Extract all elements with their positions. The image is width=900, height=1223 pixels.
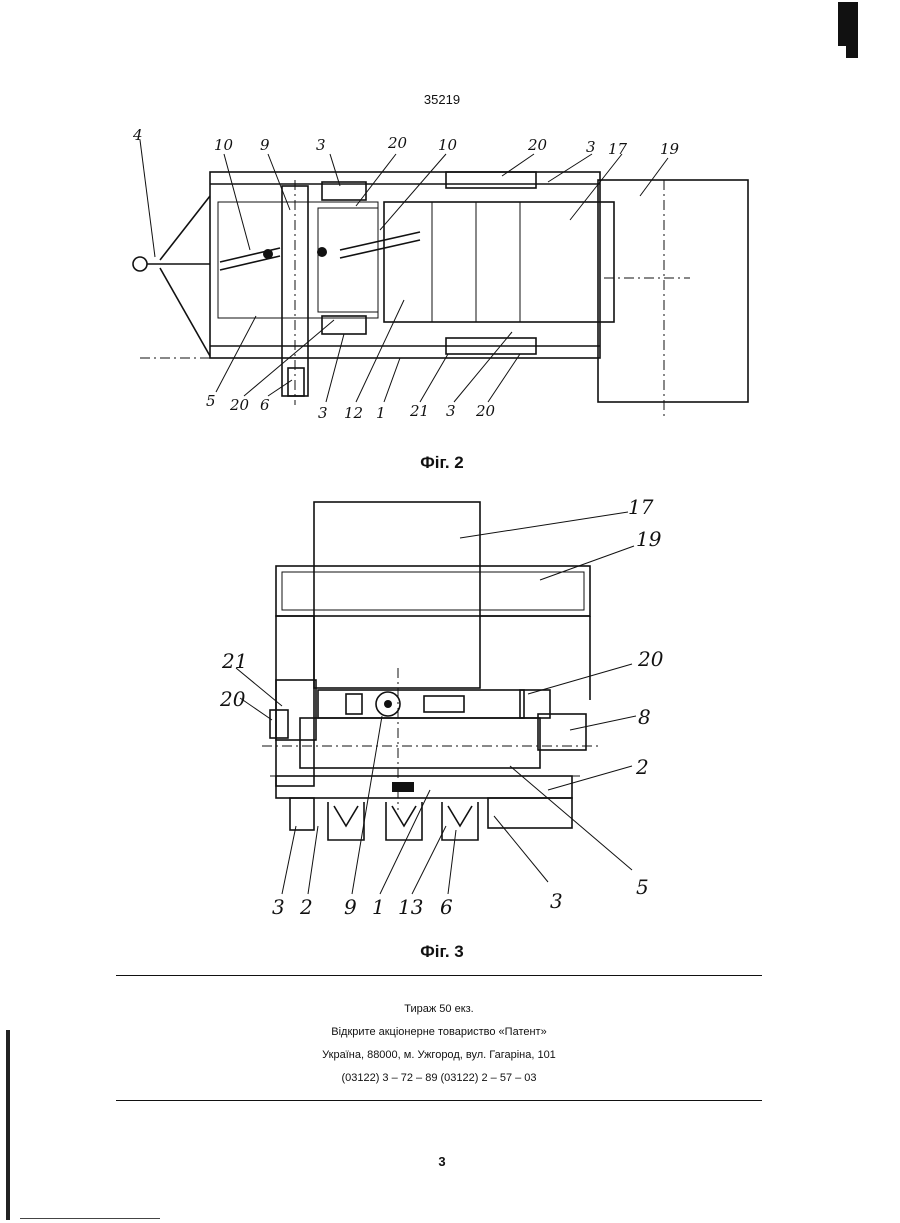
scan-edge-mark <box>6 1030 10 1220</box>
fig3-callout-2: 2 <box>635 755 649 779</box>
fig2-container <box>140 180 748 418</box>
fig2-callout-3: 3 <box>318 404 328 422</box>
fig2-shaft <box>282 180 308 405</box>
fig2-callout-19: 19 <box>660 140 680 158</box>
fig2-hopper <box>384 202 614 322</box>
fig3-container <box>276 566 590 786</box>
fig3-callout-9: 9 <box>344 895 357 919</box>
fig3-hopper <box>314 502 480 688</box>
publisher-imprint: Тираж 50 екз. Відкрите акціонерне товари… <box>116 998 762 1090</box>
fig2-drawing: 4 10 9 3 20 10 20 3 17 19 5 20 6 3 12 1 … <box>0 120 900 430</box>
patent-number: 35219 <box>0 92 884 107</box>
fig3-caption: Фіг. 3 <box>362 942 522 962</box>
fig2-mounts <box>322 172 536 354</box>
fig3-drive <box>318 690 586 750</box>
imprint-print-run: Тираж 50 екз. <box>116 998 762 1021</box>
fig2-callout-10: 10 <box>214 136 234 154</box>
fig2-callout-4: 4 <box>132 126 143 144</box>
fig2-callout-20: 20 <box>387 134 408 152</box>
imprint-phones: (03122) 3 – 72 – 89 (03122) 2 – 57 – 03 <box>116 1067 762 1090</box>
fig3-callout-1: 1 <box>372 895 385 919</box>
fig2-callout-20: 20 <box>475 402 496 420</box>
fig2-callout-20: 20 <box>527 136 548 154</box>
fig3-callout-6: 6 <box>440 895 453 919</box>
fig2-callout-20: 20 <box>229 396 250 414</box>
fig3-callout-20: 20 <box>219 687 246 711</box>
fig3-callout-13: 13 <box>398 895 423 919</box>
fig2-callout-9: 9 <box>260 136 270 154</box>
fig2-callout-5: 5 <box>206 392 216 410</box>
fig2-callout-21: 21 <box>409 402 429 420</box>
imprint-publisher: Відкрите акціонерне товариство «Патент» <box>116 1021 762 1044</box>
fig3-callout-2: 2 <box>299 895 313 919</box>
imprint-top-rule <box>116 975 762 976</box>
fig2-drive-arms <box>220 232 420 270</box>
fig2-frame <box>210 172 600 358</box>
fig2-hitch <box>133 140 210 356</box>
fig2-callout-6: 6 <box>260 396 270 414</box>
fig2-callout-12: 12 <box>344 404 363 422</box>
fig3-callout-21: 21 <box>221 649 247 673</box>
fig3-callout-3: 3 <box>272 895 285 919</box>
fig2-callout-3: 3 <box>316 136 326 154</box>
fig3-callout-17: 17 <box>628 495 654 519</box>
fig3-callout-5: 5 <box>636 875 649 899</box>
fig2-callout-1: 1 <box>376 404 386 422</box>
imprint-bottom-rule <box>116 1100 762 1101</box>
fig2-callout-10: 10 <box>438 136 458 154</box>
fig2-callout-17: 17 <box>608 140 628 158</box>
fig2-callout-3: 3 <box>586 138 596 156</box>
fig3-callout-20: 20 <box>637 647 664 671</box>
fig2-callout-3: 3 <box>446 402 456 420</box>
fig2-caption: Фіг. 2 <box>362 453 522 473</box>
fig3-callout-8: 8 <box>638 705 651 729</box>
fig3-leaders <box>236 512 636 894</box>
scan-corner-mark-tail <box>846 40 858 58</box>
fig3-callout-19: 19 <box>636 527 662 551</box>
fig3-callout-3: 3 <box>550 889 563 913</box>
fig3-drawing: 17 19 21 20 20 8 2 3 2 9 1 13 6 3 5 <box>0 490 900 920</box>
page-number: 3 <box>0 1154 884 1169</box>
imprint-address: Україна, 88000, м. Ужгород, вул. Гагарін… <box>116 1044 762 1067</box>
scan-bottom-trim <box>20 1218 160 1219</box>
